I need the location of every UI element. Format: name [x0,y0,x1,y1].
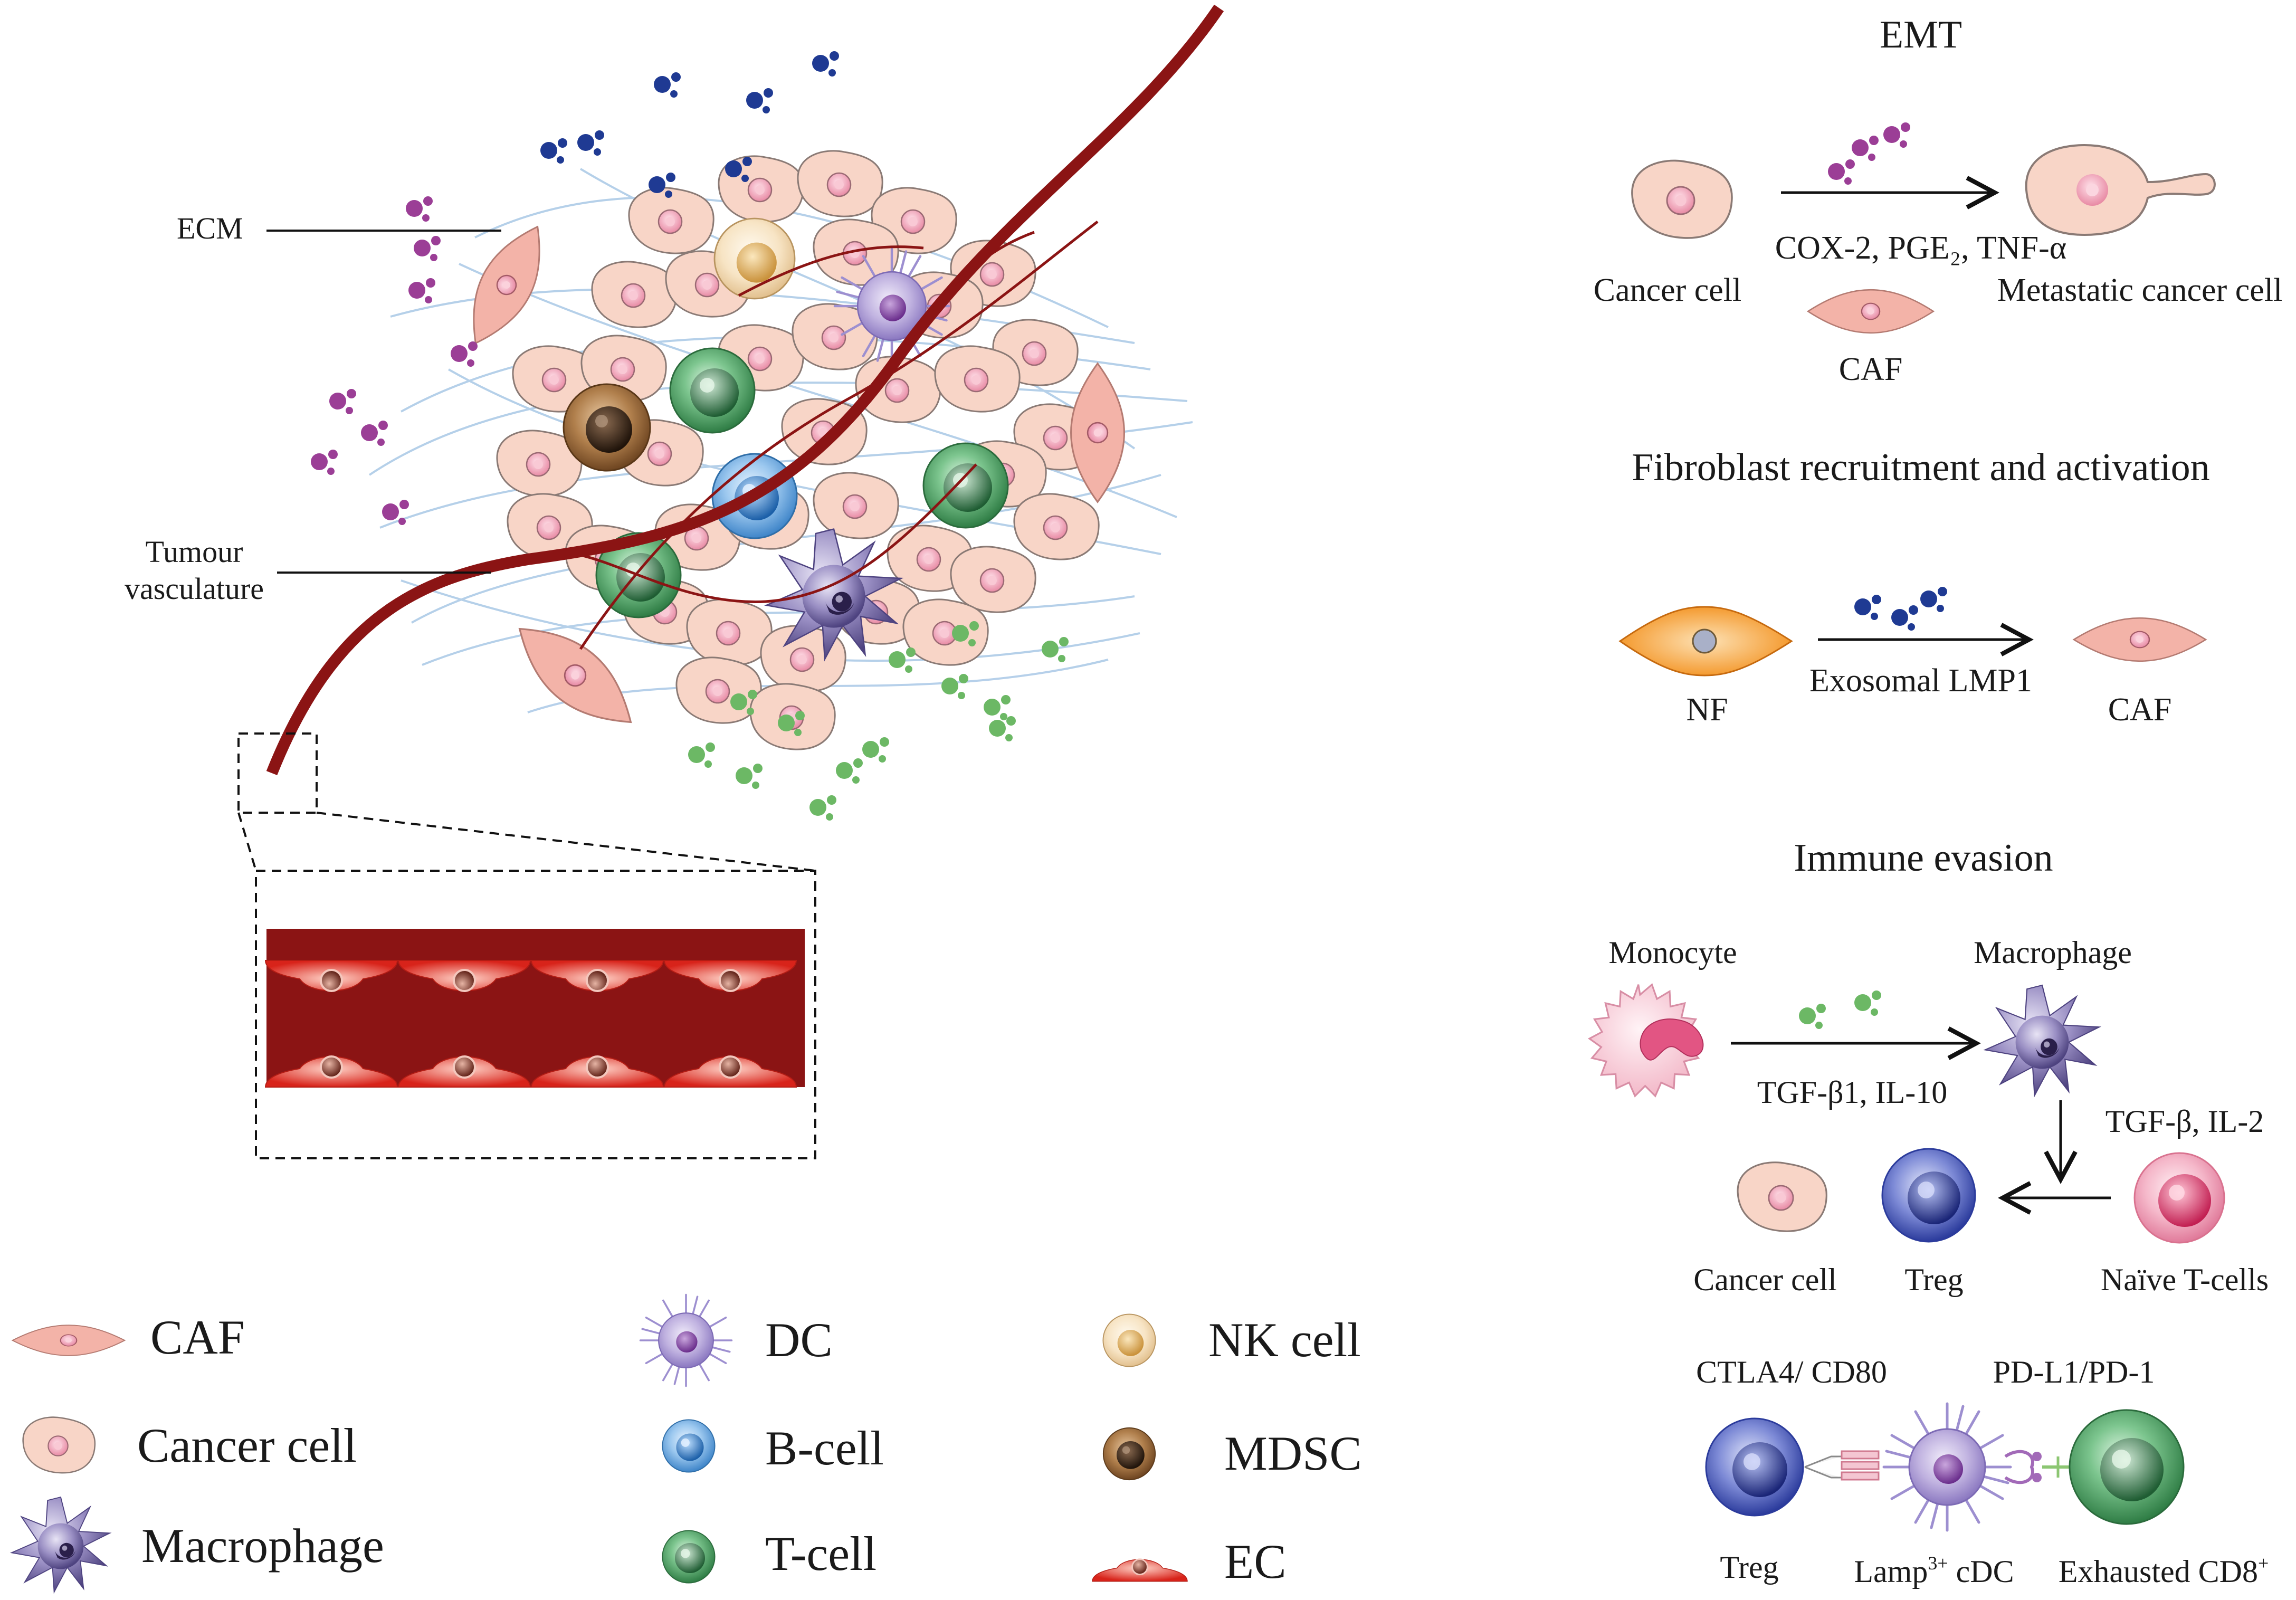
emt-exosomes [1828,122,1910,185]
emt-mediators: COX-2, PGE₂, TNF-α [1775,230,2066,266]
immune-treg2-label: Treg [1720,1550,1778,1585]
emt-source-label: CAF [1839,351,1903,387]
vessel-zoom [237,732,816,1159]
exhausted-cd8-icon [2069,1409,2185,1525]
fibroblast-mediator: Exosomal LMP1 [1809,663,2032,699]
exhausted-cd8-label: Exhausted CD8+ [2059,1553,2269,1589]
fibroblast-from-label: NF [1686,692,1728,728]
zoom-box [255,870,816,1159]
emt-to-label: Metastatic cancer cell [1997,272,2282,308]
ctla4-label: CTLA4/ CD80 [1696,1355,1887,1389]
pdl1-pd1-interaction [2004,1450,2071,1484]
macrophage-icon [1984,984,2100,1096]
fibroblast-to-label: CAF [2108,692,2172,728]
ctla4-cd80-interaction [1804,1450,1880,1481]
t-cell [669,347,756,434]
caf-cell [1070,363,1125,503]
monocyte-icon [1587,983,1704,1098]
nk-cell-icon [1102,1313,1156,1367]
immune-panel: Immune evasion Monocyte Macrophage TGF-β… [1587,836,2269,1589]
treg-icon-2 [1705,1417,1804,1517]
metastatic-cancer-cell-icon [2025,144,2216,236]
fibroblast-panel: Fibroblast recruitment and activation NF… [1618,446,2210,728]
cancer-cell-icon [1737,1161,1827,1232]
cancer-cell-icon [22,1416,96,1474]
monocyte-label: Monocyte [1608,935,1737,970]
caf-icon [2073,617,2207,662]
legend-label-caf: CAF [150,1310,245,1364]
fibroblast-title: Fibroblast recruitment and activation [1632,446,2209,489]
macrophage-icon [11,1497,110,1593]
immune-cancer-label: Cancer cell [1693,1262,1837,1297]
treg-icon [1881,1148,1976,1243]
legend-label-bcell: B-cell [765,1421,884,1475]
t-cell-icon [662,1530,716,1584]
vasculature-label-line1: Tumour [146,535,243,569]
lamp3-cdc-label: Lamp3+ cDC [1854,1553,2014,1589]
nf-icon [1618,606,1793,677]
legend-label-dc: DC [765,1313,833,1367]
t-cell [922,442,1009,529]
legend-label-cancer: Cancer cell [137,1418,357,1472]
lamp3-cdc-icon [1884,1404,2011,1530]
legend: CAF Cancer cell Macrophage DC B-cell T-c… [11,1293,1362,1593]
exosomes-purple [311,196,478,525]
macrophage-label: Macrophage [1974,935,2132,970]
immune-exosomes-green [1799,991,1881,1029]
caf-icon [12,1324,126,1357]
naive-t-cell-icon [2133,1152,2225,1244]
mdsc-cell [563,383,651,472]
immune-title: Immune evasion [1794,836,2053,880]
tumour-vasculature [266,4,1224,776]
caf-cell [452,214,561,356]
legend-label-ec: EC [1224,1535,1287,1588]
emt-title: EMT [1880,13,1962,56]
fibroblast-exosomes [1854,587,1947,631]
immune-naive-label: Naïve T-cells [2101,1262,2269,1297]
legend-label-mdsc: MDSC [1224,1426,1362,1480]
mdsc-icon [1102,1427,1156,1481]
vasculature-label-line2: vasculature [125,572,264,606]
zoom-source-box [237,732,318,814]
emt-from-label: Cancer cell [1594,272,1742,308]
pdl1-label: PD-L1/PD-1 [1993,1355,2155,1389]
emt-panel: EMT COX-2, PGE₂, TNF-α Cancer cell Metas… [1594,13,2283,387]
immune-treg-label: Treg [1904,1262,1963,1297]
tumour-mass: ECM Tumour vasculature [125,4,1224,821]
b-cell-icon [662,1419,716,1473]
caf-icon [1807,289,1935,334]
legend-label-tcell: T-cell [765,1527,877,1580]
dendritic-cell-icon [639,1293,733,1387]
legend-label-nk: NK cell [1208,1313,1361,1367]
ecm-label: ECM [177,211,243,245]
legend-label-macrophage: Macrophage [141,1519,384,1573]
endothelial-cell-icon [1091,1558,1188,1583]
immune-mediators-1: TGF-β1, IL-10 [1757,1075,1947,1110]
cancer-cell-icon [1631,159,1733,239]
immune-mediators-2: TGF-β, IL-2 [2106,1104,2264,1139]
